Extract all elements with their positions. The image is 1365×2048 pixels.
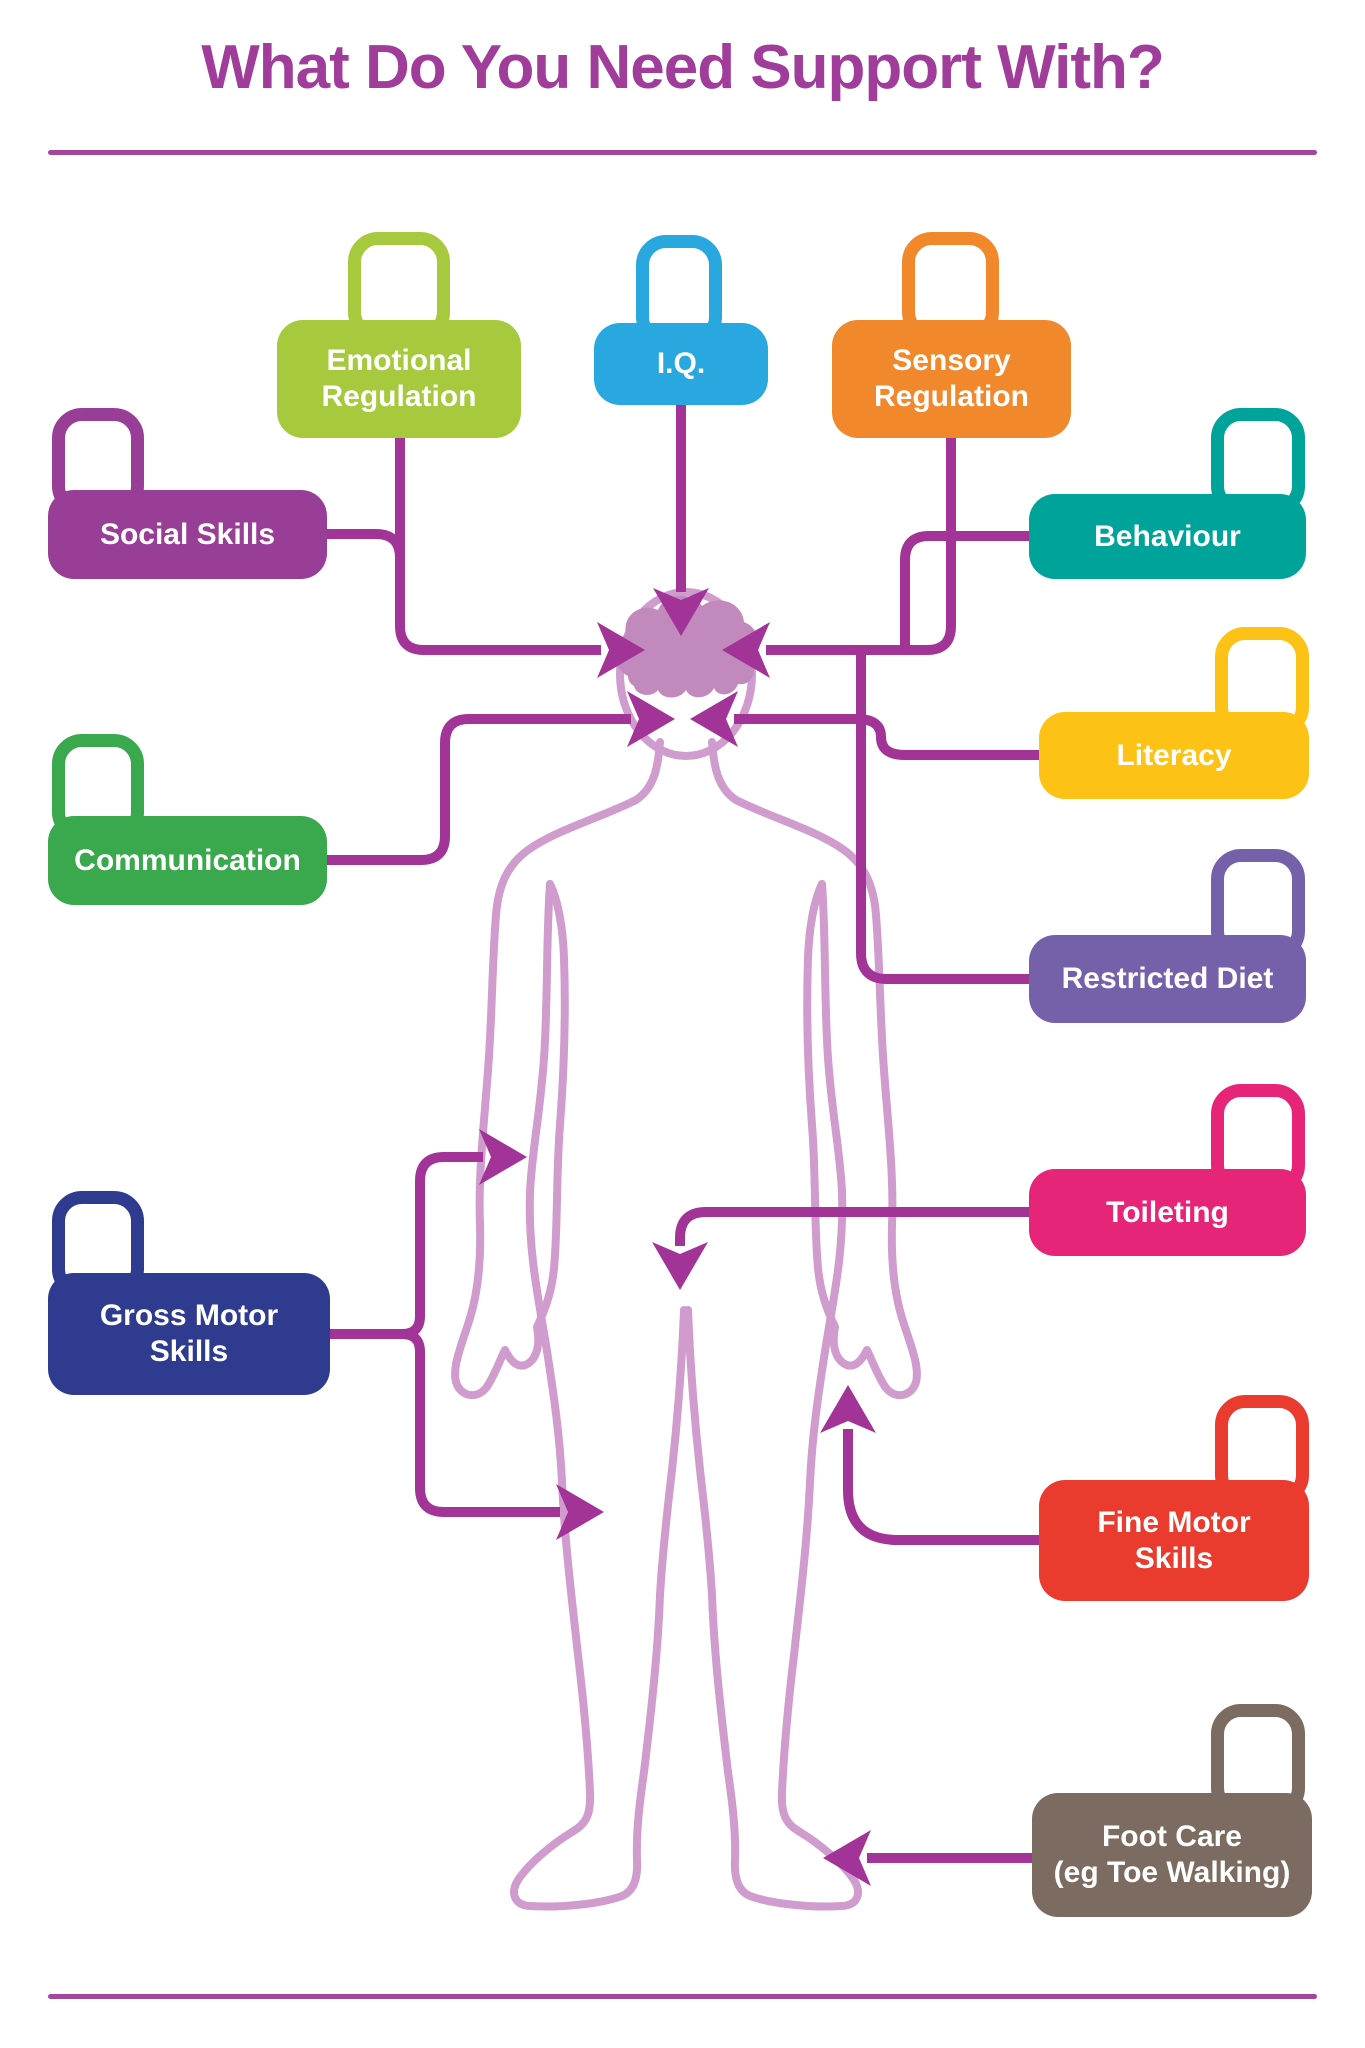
social-skills-connector xyxy=(327,529,405,559)
restricted-diet-connector xyxy=(856,650,1029,984)
support-box-gross-motor-skills: Gross Motor Skills xyxy=(48,1273,330,1395)
arrow-right-arm xyxy=(479,1129,527,1185)
label-line: Sensory xyxy=(892,344,1011,377)
arrow-up-hand xyxy=(820,1385,876,1433)
support-box-sensory-regulation: Sensory Regulation xyxy=(832,320,1071,438)
connector-arrowheads xyxy=(479,588,876,1886)
label-line: I.Q. xyxy=(656,347,706,380)
gross-motor-arm-connector xyxy=(330,1152,483,1339)
fine-motor-connector xyxy=(843,1429,1039,1545)
arrow-right-mouth xyxy=(627,691,675,747)
label-line: Communication xyxy=(74,843,301,877)
support-box-toileting: Toileting xyxy=(1029,1169,1306,1256)
label-line: Literacy xyxy=(1116,738,1232,772)
arrow-right-brain xyxy=(597,622,645,678)
label-line: Regulation xyxy=(874,380,1029,413)
support-box-foot-care: Foot Care (eg Toe Walking) xyxy=(1032,1793,1312,1917)
support-box-social-skills: Social Skills xyxy=(48,490,327,579)
label-line: Toileting xyxy=(1106,1195,1229,1229)
support-box-communication: Communication xyxy=(48,816,327,905)
arrow-down-brain xyxy=(653,588,709,636)
arrow-left-foot xyxy=(823,1830,871,1886)
arrow-left-brain xyxy=(722,622,770,678)
label-line: (eg Toe Walking) xyxy=(1053,1856,1291,1889)
label-line: Emotional xyxy=(326,344,472,377)
label-line: Behaviour xyxy=(1094,519,1241,553)
connector-lines xyxy=(327,405,1039,1863)
arrow-left-mouth xyxy=(690,691,738,747)
title-underline xyxy=(48,150,1317,155)
label-line: Social Skills xyxy=(99,517,276,551)
support-box-restricted-diet: Restricted Diet xyxy=(1029,935,1306,1023)
toileting-connector xyxy=(675,1207,1029,1246)
support-box-literacy: Literacy xyxy=(1039,712,1309,799)
body-outline xyxy=(451,588,917,1911)
arrow-down-groin xyxy=(652,1242,708,1290)
footer-rule xyxy=(48,1994,1317,1999)
behaviour-connector xyxy=(900,531,1029,645)
label-line: Skills xyxy=(149,1335,229,1368)
label-line: Foot Care xyxy=(1101,1820,1242,1853)
sensory-regulation-connector xyxy=(766,438,956,655)
support-box-behaviour: Behaviour xyxy=(1029,494,1306,579)
label-line: Fine Motor xyxy=(1097,1505,1251,1539)
brain-icon xyxy=(614,595,759,698)
literacy-connector xyxy=(734,714,1039,760)
label-line: Restricted Diet xyxy=(1061,962,1274,995)
emotional-regulation-connector xyxy=(395,438,601,655)
label-line: Gross Motor xyxy=(99,1299,279,1332)
communication-connector xyxy=(327,714,631,865)
support-box-fine-motor-skills: Fine Motor Skills xyxy=(1039,1480,1309,1601)
label-line: Skills xyxy=(1134,1541,1214,1575)
support-box-emotional-regulation: Emotional Regulation xyxy=(277,320,521,438)
arm-outline xyxy=(451,738,664,1400)
page-title: What Do You Need Support With? xyxy=(201,33,1164,102)
arrow-right-leg xyxy=(556,1484,604,1540)
support-box-iq: I.Q. xyxy=(594,323,768,405)
label-line: Regulation xyxy=(321,380,477,413)
gross-motor-leg-connector xyxy=(401,1329,560,1517)
torso-leg-outline xyxy=(510,880,688,1911)
